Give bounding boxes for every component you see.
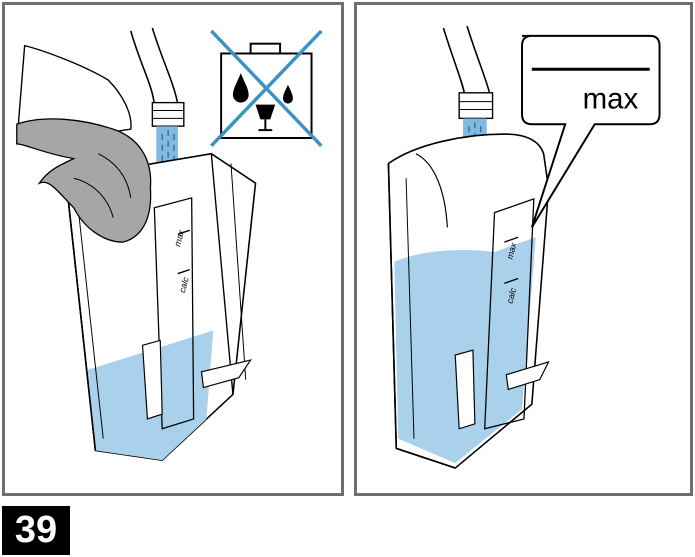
tap-nozzle bbox=[458, 92, 494, 120]
calc-mark bbox=[504, 277, 519, 285]
cleaning-cloth bbox=[16, 118, 152, 243]
max-label: max bbox=[172, 228, 186, 247]
max-callout: max bbox=[521, 34, 661, 228]
tank-foot bbox=[200, 359, 252, 389]
step-number-badge: 39 bbox=[2, 506, 70, 555]
tap-nozzle bbox=[151, 101, 185, 127]
calc-mark bbox=[177, 268, 190, 275]
calc-label: calc bbox=[504, 286, 518, 304]
max-mark bbox=[177, 229, 190, 235]
callout-max-label: max bbox=[583, 83, 639, 116]
hose bbox=[129, 30, 156, 105]
calc-label: calc bbox=[177, 275, 191, 293]
max-mark bbox=[504, 236, 519, 243]
tank-foot bbox=[505, 361, 550, 391]
clean-tank-illustration: max calc bbox=[16, 27, 323, 462]
fill-tank-illustration: max calc max bbox=[387, 25, 661, 469]
hose bbox=[442, 27, 466, 97]
no-dishwasher-icon bbox=[210, 29, 323, 148]
scale-column bbox=[484, 197, 535, 430]
illustration-right-panel: max calc max bbox=[354, 2, 693, 496]
tank-water bbox=[394, 237, 536, 464]
max-label: max bbox=[504, 241, 518, 260]
illustration-left-panel: max calc bbox=[2, 2, 344, 496]
